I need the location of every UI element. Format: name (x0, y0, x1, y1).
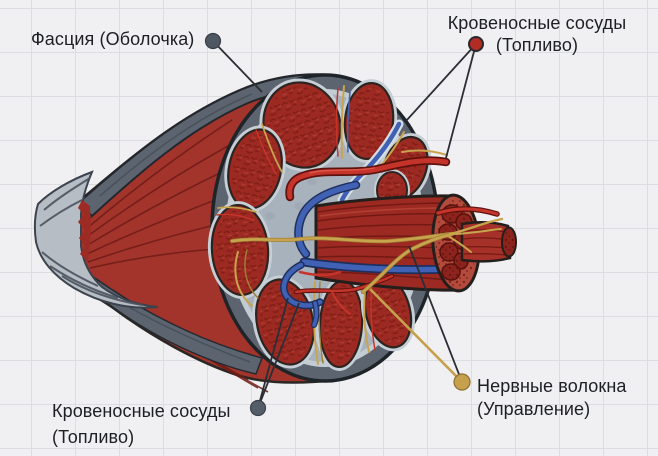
label-line: (Управление) (477, 399, 591, 419)
label-fascia: Фасция (Оболочка) (31, 29, 195, 49)
muscle-fascicle (259, 78, 345, 172)
fascicle-bundle (230, 193, 517, 328)
label-line: (Топливо) (52, 427, 135, 447)
label-line: Кровеносные сосуды (447, 13, 627, 33)
leader-line-fascia (212, 40, 263, 93)
artery-bundle-top (435, 206, 500, 217)
muscle-fiber-cylinder (460, 221, 517, 263)
fascicle-bundle-face-texture (436, 199, 476, 287)
fascicle-bundle-highlight (319, 207, 449, 217)
nerves-marker-dot (453, 373, 471, 391)
leader-line-vessels-bottom-a (257, 297, 289, 409)
artery-branches-bottom (293, 270, 395, 315)
label-blood-vessels-top: Кровеносные сосуды (Топливо) (437, 12, 637, 56)
leader-line-vessels-top-a (405, 43, 477, 122)
muscle-fascicle (207, 201, 273, 299)
label-blood-vessels-bottom: Кровеносные сосуды (Топливо) (52, 398, 231, 450)
leader-line-nerves-gold (369, 288, 463, 383)
fascia-marker-dot (204, 32, 222, 50)
leader-line-vessels-bottom-b (257, 302, 300, 409)
label-line: Кровеносные сосуды (52, 401, 231, 421)
artery-main (285, 149, 451, 202)
muscle-tendon-junction (78, 200, 91, 262)
vessels-top-marker-dot (468, 36, 484, 52)
label-nerve-fibers: Нервные волокна (Управление) (477, 375, 627, 421)
fascia-band-streak (99, 93, 253, 197)
leader-markers (204, 32, 484, 417)
label-line: (Топливо) (495, 35, 579, 55)
muscle-fascicle (315, 277, 367, 371)
muscle-fascicle (360, 272, 416, 352)
leader-line-nerves-dark (408, 245, 463, 383)
septum-vessels (216, 85, 376, 365)
leader-lines (212, 40, 477, 409)
leader-line-vessels-top-b (445, 43, 477, 159)
label-line: Нервные волокна (477, 376, 627, 396)
vein-elbow (294, 180, 361, 259)
vessels-bottom-marker-dot (249, 399, 267, 417)
vein-horizontal (299, 257, 453, 275)
nerve-fibers (230, 217, 504, 294)
muscle-fascicles (207, 78, 432, 371)
tendon-striations (39, 177, 143, 306)
muscle-fascicle (340, 79, 398, 163)
